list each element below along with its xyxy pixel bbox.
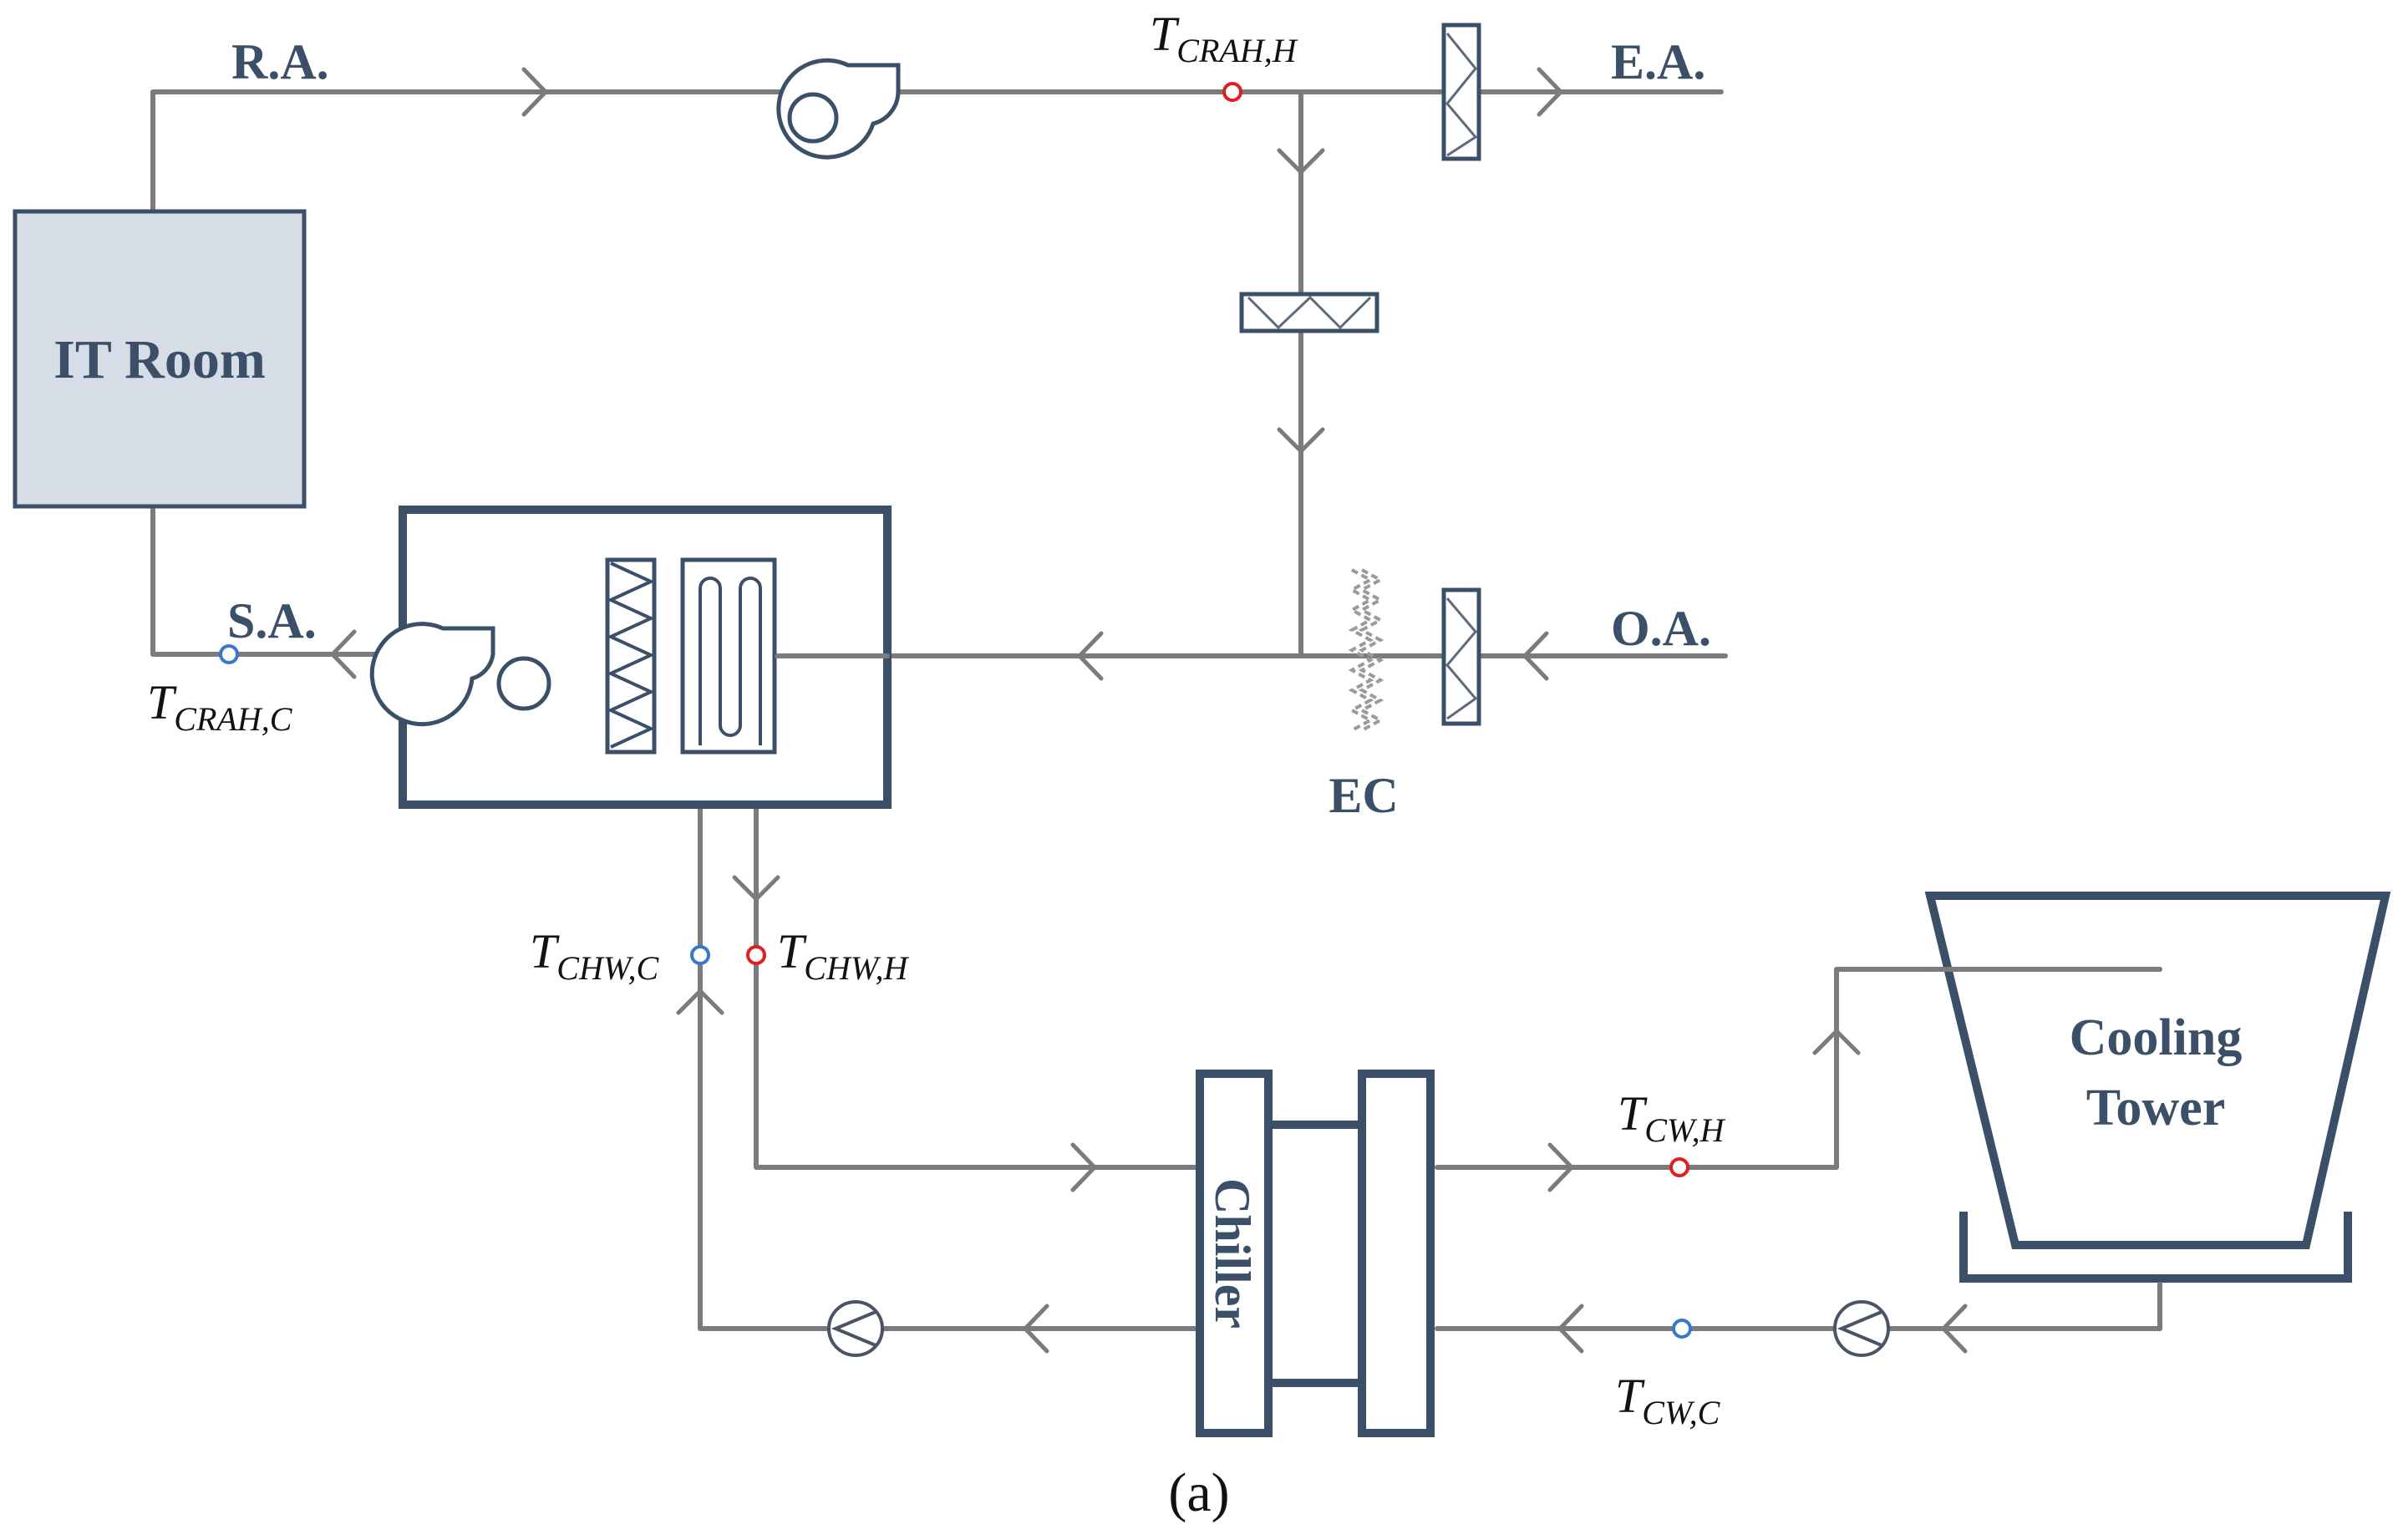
arrow-down-icon — [1277, 427, 1325, 454]
cooling-tower-label-2: Tower — [2086, 1080, 2225, 1136]
outdoor-air-label: O.A. — [1611, 601, 1711, 656]
crah-unit — [369, 506, 892, 809]
sensor-t-cw-c — [1672, 1319, 1692, 1339]
supply-fan-icon — [369, 622, 551, 727]
exhaust-damper-icon — [1441, 23, 1481, 161]
supply-air-pipe — [150, 507, 402, 657]
label-t-crah-c: TCRAH,C — [147, 675, 293, 738]
label-t-cw-h: TCW,H — [1618, 1086, 1726, 1149]
chilled-water-return-pipe — [698, 557, 1197, 1331]
chiller-evaporator — [1196, 1070, 1273, 1437]
sensor-t-chw-h — [746, 945, 766, 965]
arrow-down-icon — [732, 875, 780, 902]
it-room-box — [13, 209, 307, 509]
chw-pump-icon — [827, 1300, 884, 1357]
sensor-t-chw-c — [690, 945, 710, 965]
label-t-chw-h: TCHW,H — [777, 924, 909, 987]
filter-icon — [605, 557, 657, 755]
sensor-t-crah-c — [219, 644, 239, 664]
supply-air-label: S.A. — [227, 593, 317, 648]
arrow-left-icon — [1077, 631, 1104, 681]
cooling-tower: Cooling Tower — [1924, 892, 2391, 1283]
chiller-condenser — [1358, 1070, 1435, 1437]
it-room: IT Room — [13, 209, 307, 509]
cooling-tower-basin — [1959, 1212, 2352, 1283]
arrow-left-icon — [1557, 1304, 1584, 1354]
arrow-right-icon — [521, 67, 548, 117]
arrow-right-icon — [1070, 1142, 1097, 1192]
exhaust-air-label: E.A. — [1611, 34, 1705, 89]
return-fan-icon — [776, 58, 901, 160]
cooling-tower-label-1: Cooling — [2070, 1009, 2243, 1066]
outdoor-damper-icon — [1441, 587, 1481, 726]
label-t-crah-h: TCRAH,H — [1150, 7, 1298, 69]
economizer-icon — [1348, 568, 1384, 732]
arrow-right-icon — [1547, 1142, 1574, 1192]
chiller-label: Chiller — [1205, 1178, 1260, 1329]
label-t-chw-c: TCHW,C — [530, 924, 659, 987]
sensor-t-crah-h — [1222, 82, 1242, 102]
label-t-cw-c: TCW,C — [1615, 1369, 1721, 1431]
arrow-up-icon — [1812, 1029, 1861, 1055]
arrow-right-icon — [1537, 67, 1563, 117]
arrow-up-icon — [676, 989, 724, 1015]
cooling-coil-icon — [680, 557, 777, 755]
arrow-left-icon — [330, 629, 357, 679]
recirculation-damper-icon — [1239, 292, 1379, 333]
it-room-label: IT Room — [53, 329, 266, 390]
flow-arrows — [330, 67, 2174, 1354]
chiller: Chiller — [1196, 1070, 1435, 1437]
arrow-left-icon — [1941, 1304, 1968, 1354]
return-air-pipe — [150, 89, 1724, 211]
arrow-left-icon — [1023, 1304, 1049, 1354]
return-air-label: R.A. — [231, 34, 329, 89]
cooling-tower-body — [1924, 892, 2391, 1249]
figure-caption: (a) — [1168, 1462, 1229, 1523]
cw-pump-icon — [1833, 1300, 1890, 1357]
condenser-cold-pipe — [1435, 1282, 2162, 1331]
arrow-down-icon — [1277, 148, 1325, 175]
sensor-t-cw-h — [1669, 1157, 1689, 1177]
arrow-left-icon — [1522, 631, 1549, 681]
economizer-label: EC — [1329, 768, 1398, 823]
